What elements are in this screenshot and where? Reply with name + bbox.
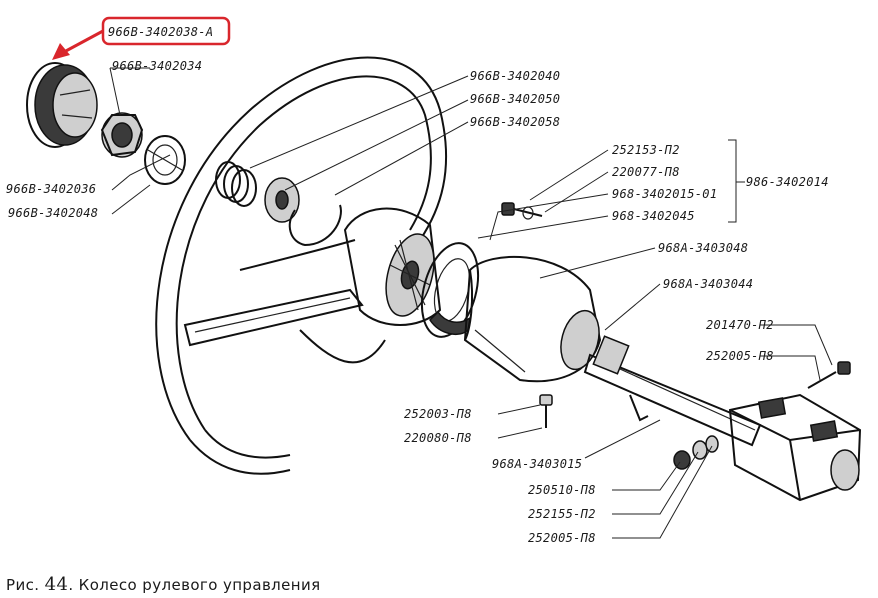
label-986-3402014: 986-3402014 (746, 175, 829, 189)
label-968-3402045: 968-3402045 (612, 209, 695, 223)
bolt-center (539, 394, 553, 428)
horn-cap (26, 62, 98, 148)
contact-washer (264, 177, 300, 223)
label-252005-p8-upper: 252005-П8 (706, 349, 774, 363)
label-968-3402015-01: 968-3402015-01 (612, 187, 717, 201)
caption-prefix: Рис. (6, 576, 40, 594)
label-966v-3402034: 966В-3402034 (112, 59, 202, 73)
leader-lines (109, 67, 833, 539)
label-252155-p2: 252155-П2 (528, 507, 596, 521)
column-housing (463, 255, 602, 383)
steering-shaft (583, 335, 762, 447)
coil-spring (215, 161, 257, 207)
spring-washer (144, 135, 186, 185)
label-966v-3402058: 966В-3402058 (470, 115, 560, 129)
label-220077-p8: 220077-П8 (612, 165, 680, 179)
label-201470-p2: 201470-П2 (706, 318, 774, 332)
part-labels: 966В-3402038-А 966В-3402034 966В-3402036… (6, 25, 829, 545)
retaining-ring (288, 204, 342, 247)
switch-bracket (728, 393, 862, 502)
label-252005-p8-lower: 252005-П8 (528, 531, 596, 545)
label-252153-p2: 252153-П2 (612, 143, 680, 157)
bolt-right (807, 361, 851, 389)
label-966v-3402040: 966В-3402040 (470, 69, 560, 83)
label-966v-3402048: 966В-3402048 (8, 206, 98, 220)
steering-wheel-rim (155, 56, 448, 475)
contact-ring (420, 242, 480, 338)
figure-caption: Рис. 44. Колесо рулевого управления (6, 574, 321, 595)
label-252003-p8: 252003-П8 (404, 407, 472, 421)
highlight-annotation (52, 16, 231, 60)
label-220080-p8: 220080-П8 (404, 431, 472, 445)
label-966v-3402050: 966В-3402050 (470, 92, 560, 106)
label-968a-3403044: 968А-3403044 (663, 277, 753, 291)
steering-wheel-spokes (183, 239, 386, 364)
washers-lower (673, 435, 719, 470)
label-966v-3402038-a: 966В-3402038-А (108, 25, 213, 39)
label-966v-3402036: 966В-3402036 (6, 182, 96, 196)
hub-nut (100, 112, 144, 158)
caption-number: 44 (44, 574, 69, 595)
label-968a-3403015: 968А-3403015 (492, 457, 582, 471)
label-968a-3403048: 968А-3403048 (658, 241, 748, 255)
label-250510-p8: 250510-П8 (528, 483, 596, 497)
caption-title: . Колесо рулевого управления (68, 576, 321, 594)
